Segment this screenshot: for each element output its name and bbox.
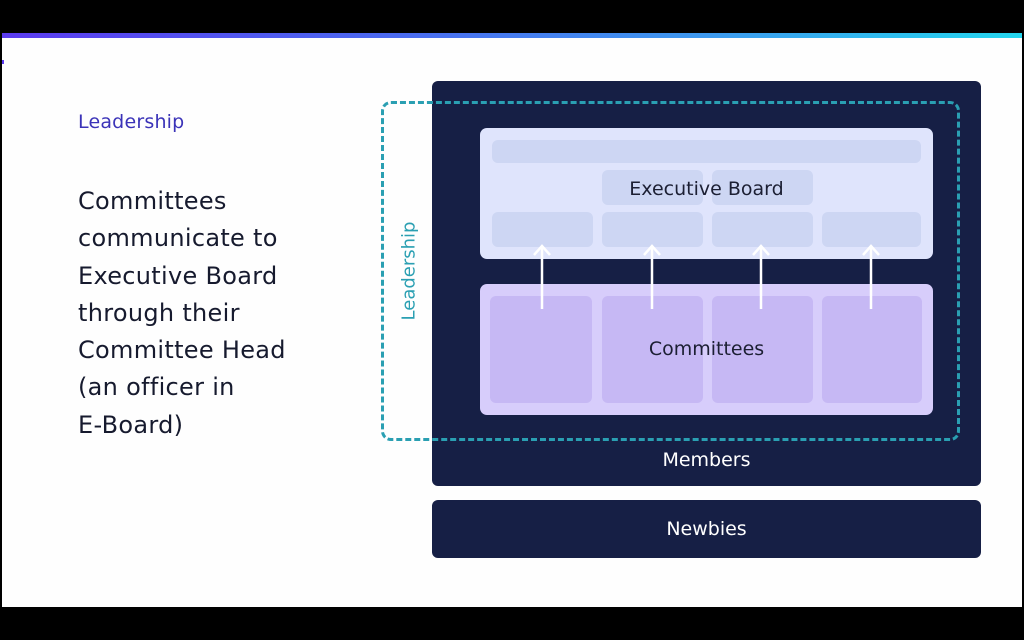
eboard-cell-3 [712, 212, 813, 247]
newbies-label: Newbies [666, 518, 747, 540]
body-line: communicate to [78, 224, 278, 253]
committee-cell-1 [490, 296, 592, 403]
newbies-box: Newbies [432, 500, 981, 558]
slide-edge-marker [2, 60, 4, 64]
body-line: through their [78, 298, 240, 327]
committee-cell-4 [822, 296, 922, 403]
section-label: Leadership [78, 111, 185, 133]
eboard-title-cell-left [602, 170, 703, 205]
members-label: Members [662, 449, 751, 471]
leadership-group-label: Leadership [398, 221, 420, 321]
slide: Leadership Committees communicate to Exe… [2, 33, 1022, 607]
committee-cell-3 [712, 296, 813, 403]
body-line: Committee Head [78, 336, 286, 365]
body-line: Executive Board [78, 261, 278, 290]
body-text: Committees communicate to Executive Boar… [78, 183, 338, 444]
eboard-title-cell-right [712, 170, 813, 205]
eboard-cell-4 [822, 212, 921, 247]
eboard-cell-2 [602, 212, 703, 247]
body-line: (an officer in [78, 373, 235, 402]
committees-box [480, 284, 933, 415]
eboard-cell-1 [492, 212, 593, 247]
executive-board-label: Executive Board [629, 178, 784, 200]
body-line: E-Board) [78, 410, 184, 439]
executive-board-box [480, 128, 933, 259]
body-line: Committees [78, 187, 227, 215]
committees-label: Committees [648, 338, 765, 360]
eboard-top-bar [492, 140, 921, 163]
gradient-header-bar [2, 33, 1022, 38]
committee-cell-2 [602, 296, 703, 403]
